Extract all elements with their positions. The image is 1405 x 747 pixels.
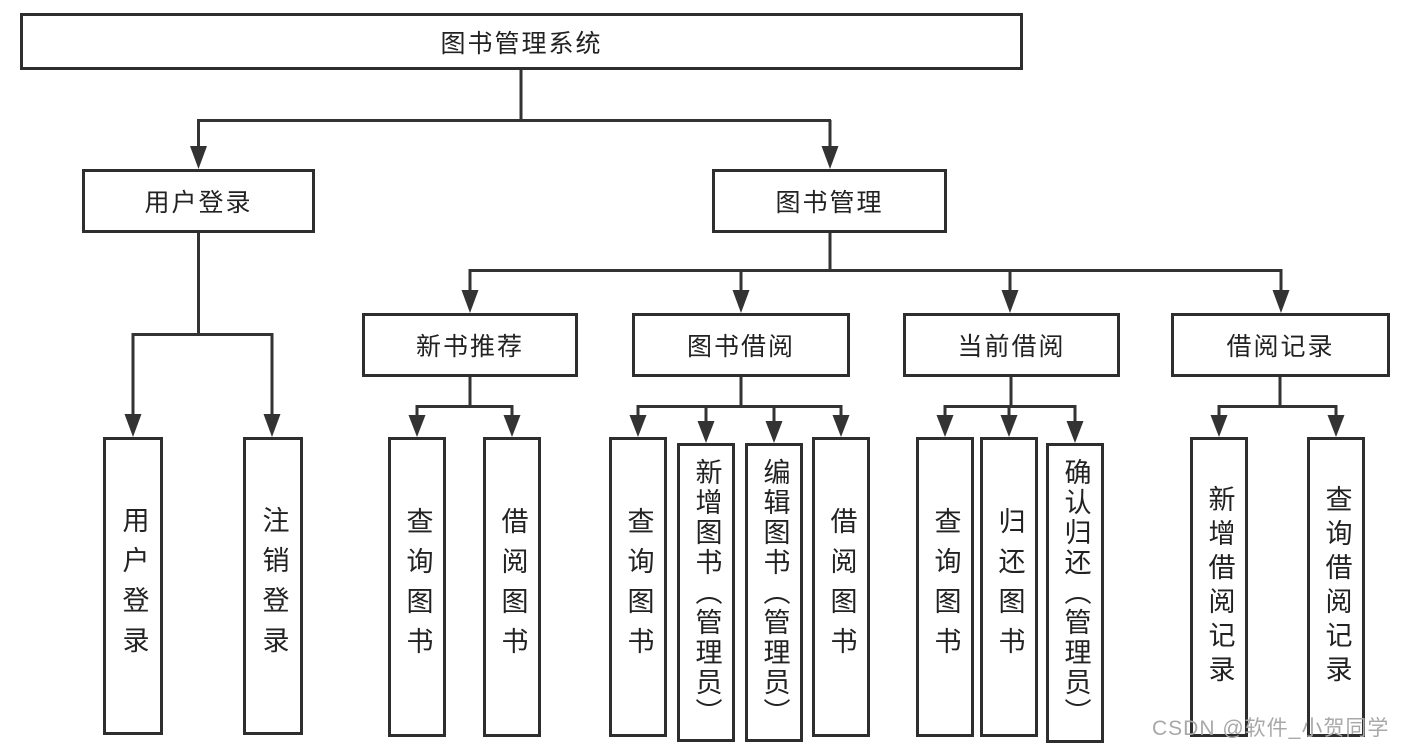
leaf-borrow-books-2: 借阅图书 (812, 437, 870, 737)
leaf-add-book-admin: 新增图书（管理员） (677, 443, 735, 742)
leaf-add-borrow-record: 新增借阅记录 (1190, 437, 1248, 737)
leaf-return-book-label: 归还图书 (994, 507, 1025, 667)
leaf-query-borrow-record-label: 查询借阅记录 (1321, 485, 1352, 689)
leaf-query-books-1-label: 查询图书 (402, 507, 433, 667)
node-user-login: 用户登录 (82, 169, 315, 233)
leaf-user-login-label: 用户登录 (118, 506, 149, 666)
leaf-query-books-3-label: 查询图书 (930, 507, 961, 667)
leaf-edit-book-admin: 编辑图书（管理员） (745, 443, 803, 742)
node-borrow-records: 借阅记录 (1171, 313, 1390, 377)
node-current-borrowing-label: 当前借阅 (957, 333, 1066, 361)
leaf-logout-label: 注销登录 (258, 506, 289, 666)
leaf-edit-book-admin-label: 编辑图书（管理员） (759, 457, 790, 728)
leaf-query-books-3: 查询图书 (916, 437, 974, 737)
leaf-add-borrow-record-label: 新增借阅记录 (1204, 485, 1235, 689)
leaf-add-book-admin-label: 新增图书（管理员） (691, 457, 722, 728)
node-book-borrowing: 图书借阅 (632, 313, 850, 377)
leaf-borrow-books-2-label: 借阅图书 (826, 507, 857, 667)
node-library-system-label: 图书管理系统 (440, 29, 603, 58)
leaf-borrow-books-1: 借阅图书 (483, 437, 541, 737)
node-book-management-label: 图书管理 (775, 189, 884, 217)
node-user-login-label: 用户登录 (144, 189, 253, 217)
leaf-query-borrow-record: 查询借阅记录 (1307, 437, 1365, 737)
leaf-borrow-books-1-label: 借阅图书 (497, 507, 528, 667)
leaf-logout: 注销登录 (243, 437, 303, 735)
node-library-system: 图书管理系统 (20, 13, 1023, 70)
csdn-watermark: CSDN @软件_小贺同学 (1152, 717, 1390, 740)
arrowheads (124, 146, 1345, 443)
leaf-confirm-return-admin-label: 确认归还（管理员） (1060, 458, 1091, 728)
leaf-confirm-return-admin: 确认归还（管理员） (1046, 443, 1104, 743)
node-borrow-records-label: 借阅记录 (1226, 333, 1335, 361)
leaf-query-books-2: 查询图书 (609, 437, 667, 737)
node-book-management: 图书管理 (712, 169, 947, 233)
node-book-borrowing-label: 图书借阅 (686, 333, 795, 361)
leaf-query-books-1: 查询图书 (388, 437, 446, 737)
leaf-return-book: 归还图书 (980, 437, 1038, 737)
node-new-book-recommend: 新书推荐 (362, 313, 578, 377)
leaf-user-login: 用户登录 (103, 437, 163, 735)
node-new-book-recommend-label: 新书推荐 (415, 333, 524, 361)
node-current-borrowing: 当前借阅 (903, 313, 1120, 377)
leaf-query-books-2-label: 查询图书 (623, 507, 654, 667)
